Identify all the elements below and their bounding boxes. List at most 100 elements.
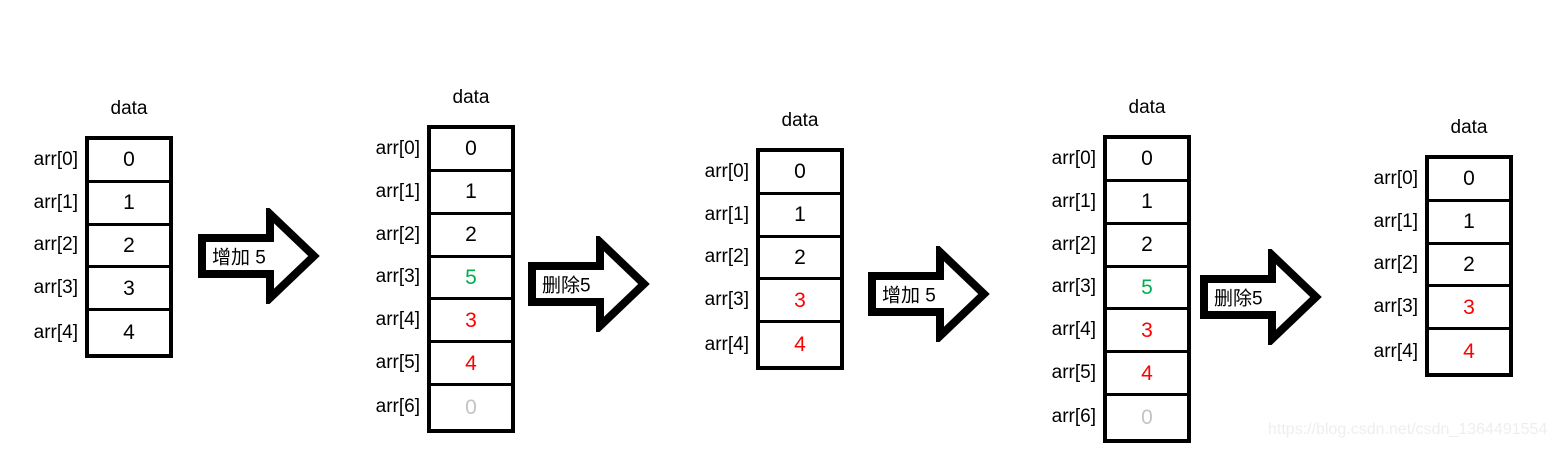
array-box-3: arr[0] 0 arr[1] 1 arr[2] 2 arr[3] 3 arr[4] 4 [705,148,844,370]
array-box-5: arr[0] 0 arr[1]1 arr[2] 2 arr[3] 3 arr[4] 4 [1374,155,1513,377]
array-cell: arr[0] 0 [705,152,840,195]
cell-value: 4 [1463,340,1475,364]
array-cell: arr[6] 0 [376,386,511,429]
cell-value: 0 [1141,147,1153,171]
array-cell: arr[1] 1 [376,171,511,215]
cell-value: 4 [123,321,135,345]
cell-index-label: arr[1] [375,180,420,202]
array-cell: arr[2] 2 [1052,224,1187,268]
cell-index-label: arr[0] [33,148,78,170]
cell-value: 3 [1463,295,1475,319]
cell-value: 2 [794,245,806,269]
cell-index-label: arr[1] [1051,190,1096,212]
arrow-delete-5-2: 删除5 [1200,249,1322,345]
array-cell: arr[1]1 [1052,181,1187,225]
array-cell: arr[2] 2 [1374,244,1509,288]
array-cell: arr[2] 2 [705,237,840,281]
cell-index-label: arr[1] [704,203,749,225]
cell-index-label: arr[2] [1051,233,1096,255]
cell-index-label: arr[3] [375,266,420,288]
cell-index-label: arr[6] [375,396,420,418]
block-arrow-icon [1200,249,1322,345]
cell-value: 4 [465,351,477,375]
cell-index-label: arr[5] [1051,362,1096,384]
cell-value: 0 [465,395,477,419]
array-cell: arr[4] 4 [705,323,840,366]
cell-value: 0 [1463,167,1475,191]
cell-value: 1 [1463,210,1475,234]
array-cell: arr[0] 0 [1374,159,1509,202]
array-cell: arr[1]1 [1374,201,1509,245]
array-cell: arr[3] 5 [376,257,511,301]
cell-index-label: arr[4] [375,309,420,331]
cell-index-label: arr[3] [1373,296,1418,318]
array-cell: arr[5] 4 [1052,353,1187,397]
cell-index-label: arr[2] [704,246,749,268]
array-title-3: data [781,110,819,131]
array-box-1: arr[0] 0 arr[1] 1 arr[2] 2 arr[3] 3 arr[4] 4 [34,136,173,358]
cell-value: 3 [123,276,135,300]
cell-index-label: arr[4] [1373,340,1418,362]
cell-value: 4 [794,333,806,357]
arrow-label-2: 删除5 [542,275,591,297]
cell-value: 1 [123,191,135,215]
cell-index-label: arr[2] [375,223,420,245]
array-title-5: data [1450,117,1488,138]
cell-index-label: arr[6] [1051,406,1096,428]
array-cell: arr[0]0 [376,129,511,172]
cell-value: 2 [465,223,477,247]
cell-index-label: arr[0] [375,137,420,159]
cell-index-label: arr[0] [1373,167,1418,189]
arrow-delete-5-1: 删除5 [528,236,650,332]
arrow-label-3: 增加 5 [882,285,936,307]
cell-value: 0 [123,148,135,172]
array-cell: arr[4] 3 [376,300,511,344]
array-title-4: data [1128,97,1166,118]
array-cell: arr[6] 0 [1052,396,1187,439]
cell-index-label: arr[0] [704,160,749,182]
array-cell: arr[3] 3 [34,268,169,312]
arrow-add-5-2: 增加 5 [868,246,990,342]
cell-value: 3 [794,288,806,312]
array-cell: arr[1] 1 [34,182,169,226]
cell-value: 0 [794,160,806,184]
cell-value: 5 [465,265,477,289]
cell-value: 2 [1463,252,1475,276]
cell-value: 3 [465,308,477,332]
array-cell: arr[2] 2 [376,214,511,258]
block-arrow-icon [198,208,320,304]
cell-value: 0 [1141,405,1153,429]
watermark: https://blog.csdn.net/csdn_1364491554 [1268,421,1548,438]
cell-index-label: arr[0] [1051,147,1096,169]
cell-index-label: arr[4] [704,333,749,355]
arrow-label-1: 增加 5 [212,247,266,269]
array-cell: arr[1] 1 [705,194,840,238]
cell-value: 1 [794,203,806,227]
array-cell: arr[3]5 [1052,267,1187,311]
cell-value: 1 [465,180,477,204]
cell-index-label: arr[2] [1373,253,1418,275]
cell-value: 2 [1141,233,1153,257]
array-cell: arr[0] 0 [34,140,169,183]
cell-value: 4 [1141,361,1153,385]
cell-index-label: arr[3] [704,289,749,311]
cell-index-label: arr[2] [33,234,78,256]
cell-index-label: arr[4] [33,321,78,343]
array-title-1: data [110,98,148,119]
cell-value: 2 [123,233,135,257]
array-title-2: data [452,87,490,108]
cell-index-label: arr[3] [1051,276,1096,298]
cell-index-label: arr[1] [33,191,78,213]
cell-value: 3 [1141,318,1153,342]
array-cell: arr[4] 4 [34,311,169,354]
array-cell: arr[3] 3 [705,280,840,324]
cell-index-label: arr[5] [375,352,420,374]
array-cell: arr[5] 4 [376,343,511,387]
arrow-add-5-1: 增加 5 [198,208,320,304]
cell-index-label: arr[3] [33,277,78,299]
array-cell: arr[2] 2 [34,225,169,269]
array-cell: arr[4] 4 [1374,330,1509,373]
block-arrow-icon [528,236,650,332]
